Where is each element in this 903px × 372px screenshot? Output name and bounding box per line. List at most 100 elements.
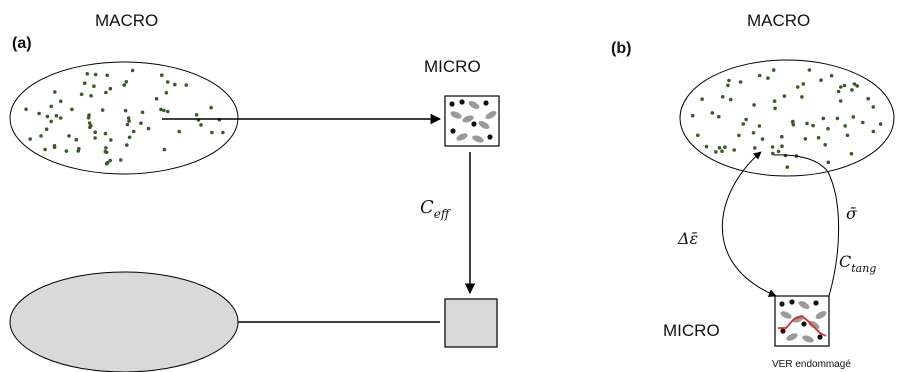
inclusion-dot: [843, 124, 847, 128]
micro-rve-a: [444, 95, 500, 147]
inclusion-dot: [103, 131, 108, 136]
inclusion-dot: [801, 82, 806, 86]
inclusion-dot: [109, 138, 113, 142]
inclusion-dot: [776, 149, 781, 154]
inclusion-dot: [744, 117, 748, 122]
c-tang-label: Ctang: [839, 252, 876, 275]
inclusion-dot: [819, 78, 823, 82]
rve-caption: VER endommagé: [772, 359, 851, 370]
rve-grey-particle: [450, 111, 462, 119]
inclusion-dot: [850, 88, 854, 92]
rve-black-particle: [813, 300, 819, 306]
inclusion-dot: [727, 78, 731, 83]
inclusion-dot: [119, 158, 123, 162]
panel-b-macro-label: MACRO: [747, 11, 810, 30]
stress-return-arrow: [773, 154, 840, 297]
inclusion-dot: [753, 146, 757, 150]
inclusion-dot: [720, 95, 725, 99]
inclusion-dot: [24, 107, 28, 112]
inclusion-dot: [108, 158, 112, 163]
inclusion-dot: [805, 121, 809, 126]
inclusion-dot: [852, 82, 857, 86]
rve-grey-particle: [802, 335, 814, 343]
inclusion-dot: [690, 113, 695, 118]
inclusion-dot: [785, 165, 790, 169]
inclusion-dot: [790, 120, 795, 124]
panel-a-label: (a): [12, 35, 32, 52]
inclusion-dot: [100, 108, 105, 112]
inclusion-dot: [871, 129, 876, 134]
rve-black-particle: [471, 121, 477, 127]
inclusion-dot: [795, 85, 800, 89]
inclusion-dot: [126, 116, 131, 120]
rve-particles: [449, 99, 497, 143]
inclusion-dot: [717, 146, 722, 150]
inclusion-dot: [720, 149, 724, 153]
inclusion-dot: [139, 121, 143, 125]
rve-grey-particle: [798, 301, 810, 309]
inclusion-dot: [773, 106, 777, 111]
inclusion-dot: [849, 152, 854, 156]
inclusion-dot: [878, 122, 883, 126]
panel-a-macro-label: MACRO: [95, 11, 158, 30]
inclusion-dot: [159, 107, 163, 112]
inclusion-dot: [714, 150, 718, 154]
inclusion-dot: [757, 73, 762, 78]
inclusion-dot: [766, 76, 770, 80]
inclusion-dot: [104, 90, 108, 95]
inclusion-dot: [52, 144, 57, 148]
inclusion-dot: [751, 131, 756, 135]
inclusion-dot: [752, 103, 756, 107]
inclusion-dot: [823, 143, 827, 147]
inclusion-dot: [49, 104, 53, 109]
strain-path-arrow: [721, 151, 777, 297]
inclusion-dot: [74, 137, 79, 142]
rve-grey-particle: [472, 135, 484, 143]
inclusion-dot: [726, 83, 730, 88]
inclusion-dot: [871, 105, 876, 109]
inclusion-dot: [70, 107, 74, 112]
crack-path: [778, 314, 827, 337]
inclusion-dot: [209, 105, 213, 110]
inclusion-dot: [811, 123, 815, 128]
inclusion-dot: [37, 111, 41, 116]
rve-black-particle: [780, 328, 786, 334]
rve-grey-particle: [808, 321, 820, 329]
inclusion-dot: [53, 90, 57, 94]
inclusion-dot: [49, 119, 53, 124]
c-eff-label: Ceff: [420, 197, 452, 221]
stress-label: σ̄: [846, 204, 858, 223]
inclusion-dot: [861, 120, 865, 125]
panel-b-micro-label: MICRO: [663, 321, 720, 340]
inclusion-dot: [771, 68, 776, 72]
inclusion-dot: [44, 127, 49, 131]
inclusion-dot: [93, 136, 97, 140]
inclusion-dot: [130, 68, 135, 73]
rve-black-particle: [450, 128, 456, 134]
rve-black-particle: [789, 299, 795, 305]
rve-black-particle: [817, 334, 823, 340]
inclusion-dot: [177, 129, 181, 134]
rve-black-particle: [779, 301, 785, 307]
inclusion-dot: [87, 121, 92, 125]
inclusion-dot: [780, 144, 784, 148]
inclusion-dot: [82, 81, 87, 85]
inclusion-dot: [791, 122, 796, 127]
inclusion-dot: [125, 122, 130, 127]
inclusion-dot: [125, 143, 129, 147]
inclusion-dot: [105, 73, 109, 78]
rve-grey-particle: [456, 133, 468, 141]
inclusion-dot: [210, 130, 214, 135]
inclusion-dot: [782, 94, 787, 98]
rve-black-particle: [483, 100, 489, 106]
inclusion-dot: [780, 134, 784, 139]
macro-homogenized-body: [9, 271, 239, 372]
panel-a: MACRO (a) MICRO Ceff: [9, 11, 500, 372]
inclusion-dot: [93, 72, 98, 77]
inclusion-dot: [79, 92, 84, 97]
inclusion-dot: [194, 113, 199, 117]
inclusion-dot: [154, 97, 159, 101]
inclusion-dot: [131, 129, 136, 134]
inclusion-dot: [93, 130, 97, 134]
macro-inclusion-dots: [24, 68, 225, 166]
